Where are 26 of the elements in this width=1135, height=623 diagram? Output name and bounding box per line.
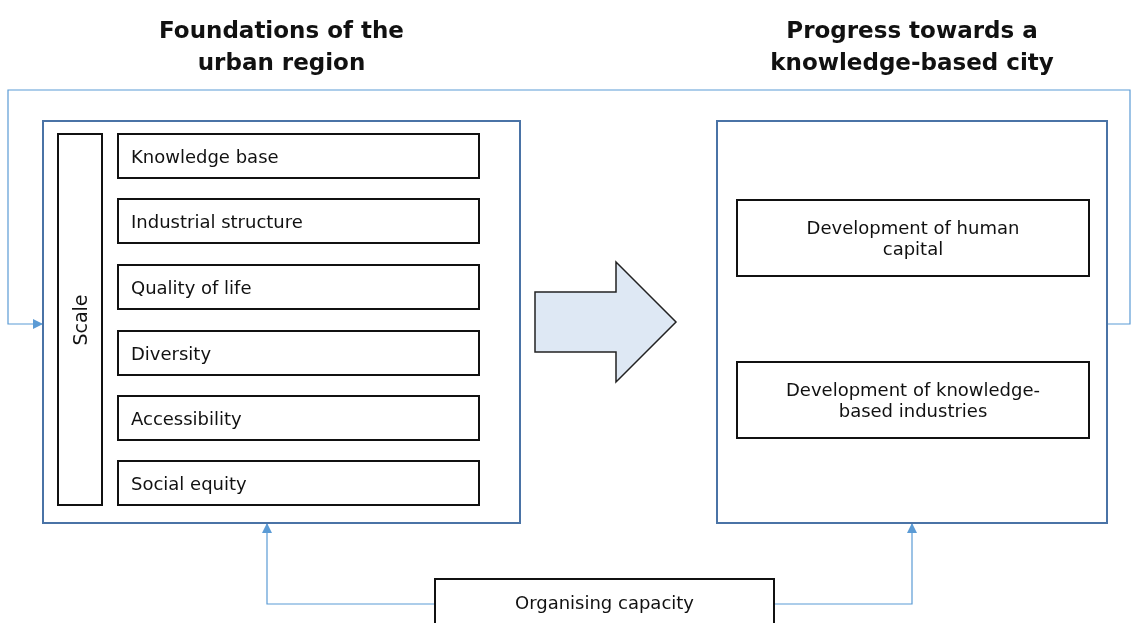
factor-box	[117, 133, 480, 179]
panel-heading: Progress towards a knowledge-based city	[769, 16, 1055, 77]
connector-arrow	[7, 89, 1131, 329]
panel-heading: Foundations of the urban region	[158, 16, 405, 77]
factor-box	[117, 198, 480, 244]
box-label: Social equity	[131, 472, 247, 494]
box-label: Knowledge base	[131, 145, 279, 167]
box-label: Quality of life	[131, 276, 252, 298]
box-label: Development of human capital	[805, 217, 1021, 259]
process-box	[434, 578, 775, 623]
box-label: Accessibility	[131, 407, 242, 429]
box-label: Development of knowledge-based industries	[785, 379, 1041, 421]
factor-box	[117, 264, 480, 310]
scale-box	[57, 133, 103, 506]
factor-box	[117, 395, 480, 441]
process-box	[736, 361, 1090, 439]
box-label: Scale	[69, 293, 91, 346]
process-box	[736, 199, 1090, 277]
factor-box	[117, 460, 480, 506]
box-label: Organising capacity	[514, 592, 694, 613]
factor-box	[117, 330, 480, 376]
connector-arrow	[262, 523, 435, 605]
box-label: Diversity	[131, 342, 212, 364]
connector-arrow	[774, 523, 917, 605]
box-label: Industrial structure	[131, 210, 303, 232]
block-arrow	[534, 260, 678, 384]
